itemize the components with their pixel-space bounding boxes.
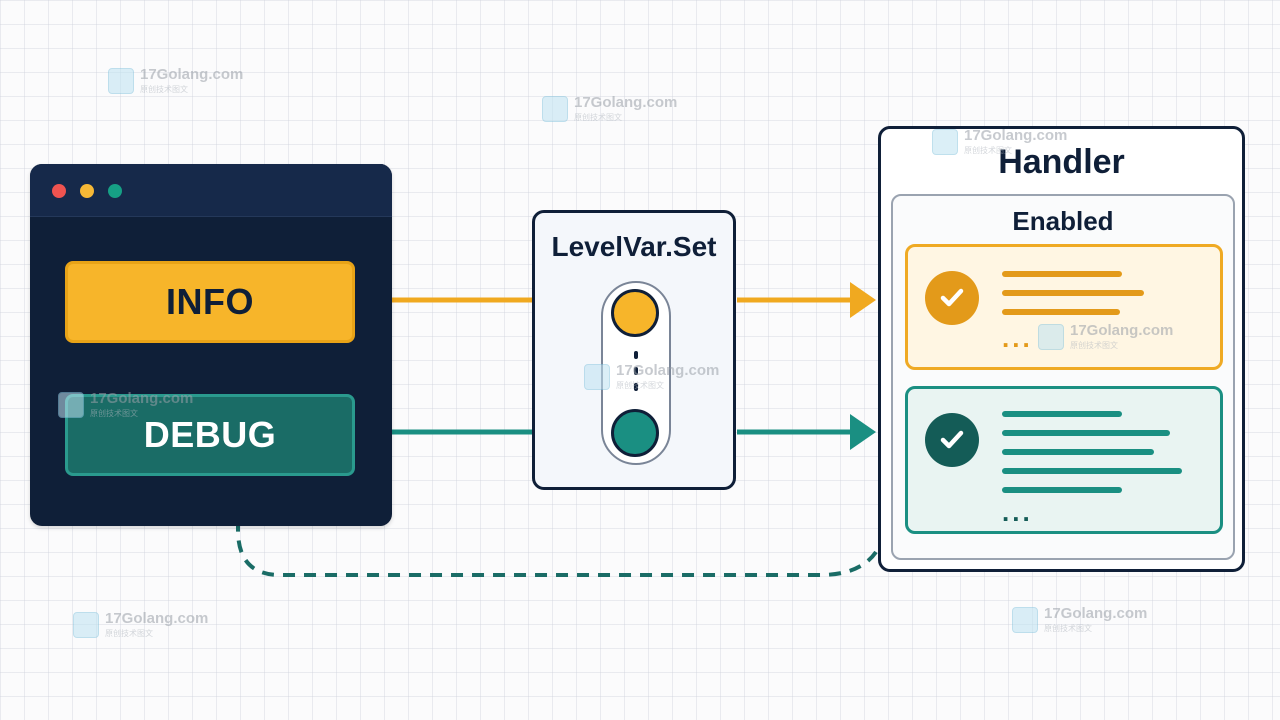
debug-arrowhead [850,414,876,450]
check-icon [925,271,979,325]
debug-level-button[interactable]: DEBUG [65,394,355,476]
enabled-section: Enabled ... ... [891,194,1235,560]
watermark-logo-icon [584,363,610,390]
watermark-logo-icon [73,611,99,638]
info-arrowhead [850,282,876,318]
feedback-dashed-loop [236,508,878,577]
slider-dot [634,367,638,375]
window-close-dot[interactable] [52,184,66,198]
log-line [1002,271,1122,277]
log-line [1002,468,1182,474]
levelvar-set-card: LevelVar.Set [532,210,736,490]
slider-dot [634,383,638,391]
window-minimize-dot[interactable] [80,184,94,198]
info-log-card: ... [905,244,1223,370]
log-line [1002,430,1170,436]
log-line [1002,309,1120,315]
more-ellipsis: ... [1002,323,1033,353]
enabled-title: Enabled [1012,206,1114,236]
info-level-knob[interactable] [611,289,659,337]
debug-log-card: ... [905,386,1223,534]
check-icon [925,413,979,467]
watermark-logo-icon [108,67,134,94]
log-line [1002,411,1122,417]
levelvar-title: LevelVar.Set [551,231,717,262]
handler-panel: Handler Enabled ... ... [878,126,1245,572]
log-source-window: INFO DEBUG [30,164,392,526]
info-level-button[interactable]: INFO [65,261,355,343]
window-maximize-dot[interactable] [108,184,122,198]
debug-level-knob[interactable] [611,409,659,457]
watermark-logo-icon [1038,323,1064,350]
slider-dot [634,351,638,359]
more-ellipsis: ... [1002,497,1033,527]
watermark-logo-icon [1012,606,1038,633]
log-line [1002,290,1144,296]
handler-title: Handler [998,143,1125,181]
watermark-logo-icon [932,128,958,155]
log-line [1002,487,1122,493]
watermark-logo-icon [542,95,568,122]
watermark-logo-icon [58,391,84,418]
log-line [1002,449,1154,455]
